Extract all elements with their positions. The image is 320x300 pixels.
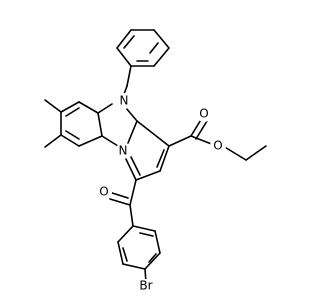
bond — [149, 42, 159, 54]
bond — [124, 156, 137, 181]
bond — [190, 135, 215, 146]
bond — [125, 107, 138, 122]
label-background — [115, 143, 131, 159]
bond — [127, 120, 138, 144]
bond — [78, 135, 103, 147]
bond — [117, 225, 134, 243]
label-background — [210, 138, 226, 154]
bond — [117, 241, 124, 265]
molecule-diagram: N N O O O Br — [44, 29, 267, 293]
bond — [156, 149, 165, 168]
bond — [65, 130, 80, 140]
bond — [153, 29, 170, 49]
bond — [168, 135, 192, 147]
atom-o-ester-carbonyl: O — [199, 107, 208, 121]
bond — [101, 135, 119, 147]
bond — [130, 156, 141, 176]
bond — [122, 247, 128, 262]
bonds — [44, 29, 267, 284]
atom-n-bridge: N — [119, 144, 128, 158]
bond — [132, 225, 156, 232]
atom-o-ketone: O — [99, 185, 108, 199]
atom-labels: N N O O O Br — [96, 93, 226, 293]
label-background — [116, 93, 132, 109]
bond — [60, 134, 80, 147]
bond — [109, 198, 131, 206]
bond — [222, 145, 247, 161]
bond — [123, 35, 135, 49]
bond — [116, 47, 132, 67]
bond — [44, 134, 62, 148]
bond — [44, 99, 62, 113]
bond — [159, 145, 170, 172]
bond — [195, 120, 208, 140]
bond — [97, 103, 113, 114]
label-background — [96, 184, 112, 200]
bond — [144, 252, 161, 270]
bond — [122, 263, 146, 270]
bond — [148, 253, 157, 263]
bond — [245, 145, 267, 161]
label-background — [196, 106, 212, 122]
bond — [116, 29, 132, 49]
bond — [136, 120, 170, 147]
bond — [129, 204, 134, 227]
bond — [108, 191, 129, 199]
bond — [126, 65, 132, 87]
bond — [78, 101, 99, 114]
bond — [154, 230, 161, 254]
atom-o-ester-link: O — [213, 139, 222, 153]
bond — [135, 170, 161, 181]
bond — [139, 232, 154, 237]
bond — [129, 179, 137, 206]
atom-br: Br — [139, 279, 152, 293]
bond — [153, 47, 170, 67]
structure-canvas: N N O O O Br — [44, 29, 267, 293]
atom-n-top: N — [120, 94, 129, 108]
label-background — [135, 279, 157, 293]
bond — [97, 112, 103, 137]
bond — [60, 101, 80, 113]
bond — [65, 107, 80, 117]
